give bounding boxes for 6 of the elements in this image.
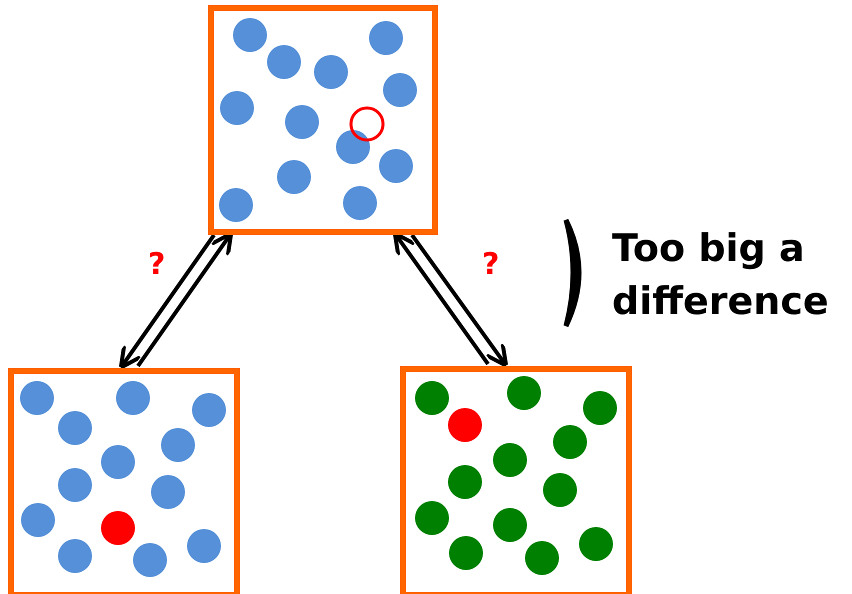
note-text: Too big a difference (612, 225, 830, 326)
arrow (410, 234, 508, 368)
arrow (118, 234, 216, 370)
container-box (400, 366, 632, 594)
container-box (8, 368, 240, 594)
container-box (208, 5, 438, 235)
